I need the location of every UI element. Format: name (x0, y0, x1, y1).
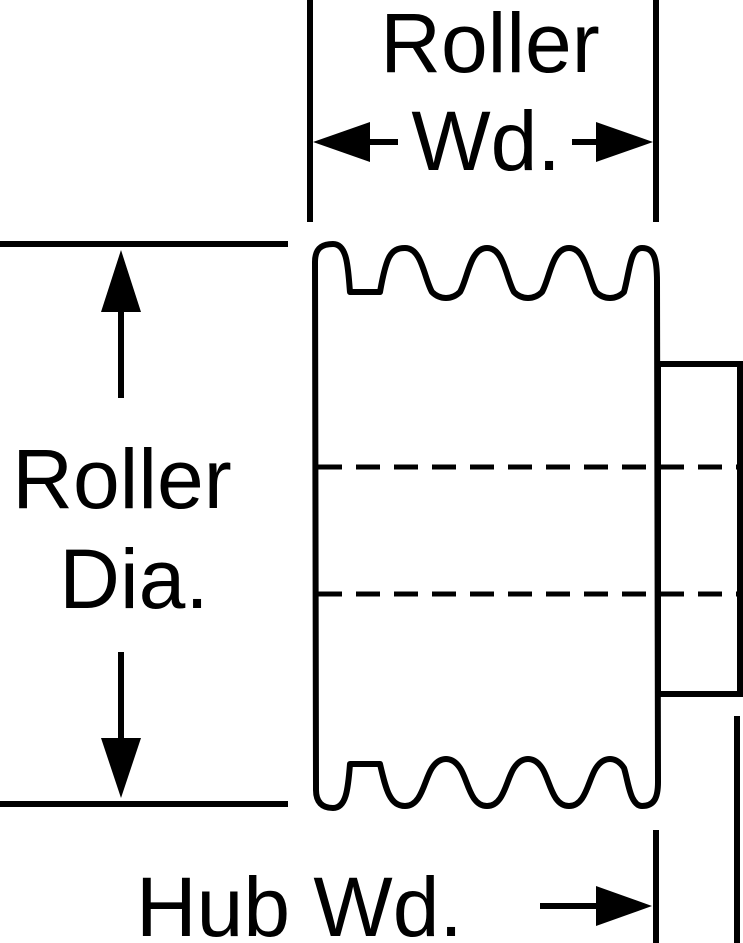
roller-wd-label-line1: Roller (380, 0, 599, 90)
roller-wd-label-line2: Wd. (411, 94, 560, 188)
hub-outline (655, 361, 743, 697)
roller-dia-label-line1: Roller (12, 432, 231, 526)
roller-dia-arrow-up (101, 250, 141, 398)
roller-wd-arrow-left (313, 122, 398, 162)
roller-body-outline (312, 241, 661, 811)
roller-dia-arrow-down (101, 652, 141, 798)
roller-dia-label-line2: Dia. (59, 532, 208, 626)
hub-wd-label: Hub Wd. (136, 860, 463, 943)
roller-wd-arrow-right (572, 122, 653, 162)
hub-wd-arrow (540, 886, 652, 926)
